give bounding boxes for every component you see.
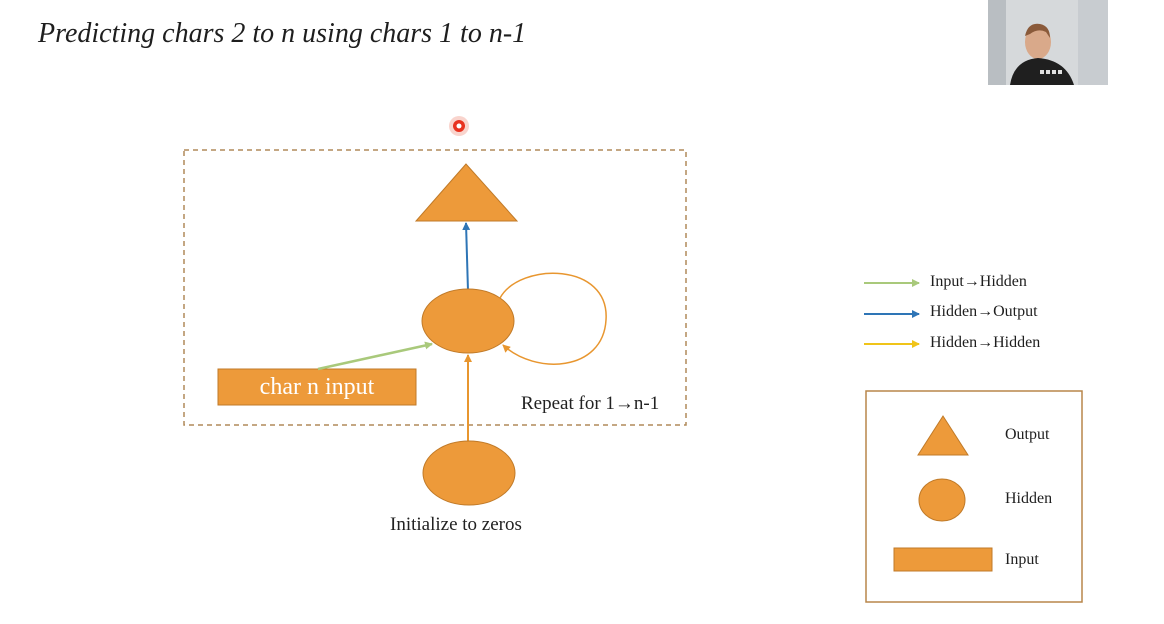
legend-hidden-output-label: Hidden→Output — [930, 303, 1038, 320]
legend-input-label: Input — [1005, 551, 1039, 568]
output-triangle — [414, 163, 519, 222]
repeat-box — [183, 149, 687, 426]
repeat-label: Repeat for 1→n-1 — [521, 393, 660, 414]
presenter-image — [988, 0, 1108, 85]
input-to-hidden-arrow — [317, 341, 433, 371]
webcam-thumbnail — [988, 0, 1108, 85]
char-input-box — [217, 368, 417, 406]
hidden-self-loop-arrow — [499, 272, 607, 365]
legend-input-hidden-label: Input→Hidden — [930, 273, 1027, 290]
initialize-label: Initialize to zeros — [390, 514, 522, 535]
triangle-icon — [917, 415, 969, 456]
laser-pointer-icon — [449, 116, 469, 136]
legend-hidden-label: Hidden — [1005, 490, 1053, 507]
legend-hidden-hidden-label: Hidden→Hidden — [930, 334, 1041, 351]
hidden-state-node — [421, 288, 515, 354]
slide-title: Predicting chars 2 to n using chars 1 to… — [38, 18, 527, 49]
circle-icon — [918, 478, 966, 522]
hidden-to-output-arrow — [462, 222, 471, 292]
legend-output-label: Output — [1005, 426, 1050, 443]
rectangle-icon — [893, 547, 993, 572]
char-input-label: char n input — [259, 374, 375, 400]
initial-hidden-node — [422, 440, 516, 506]
